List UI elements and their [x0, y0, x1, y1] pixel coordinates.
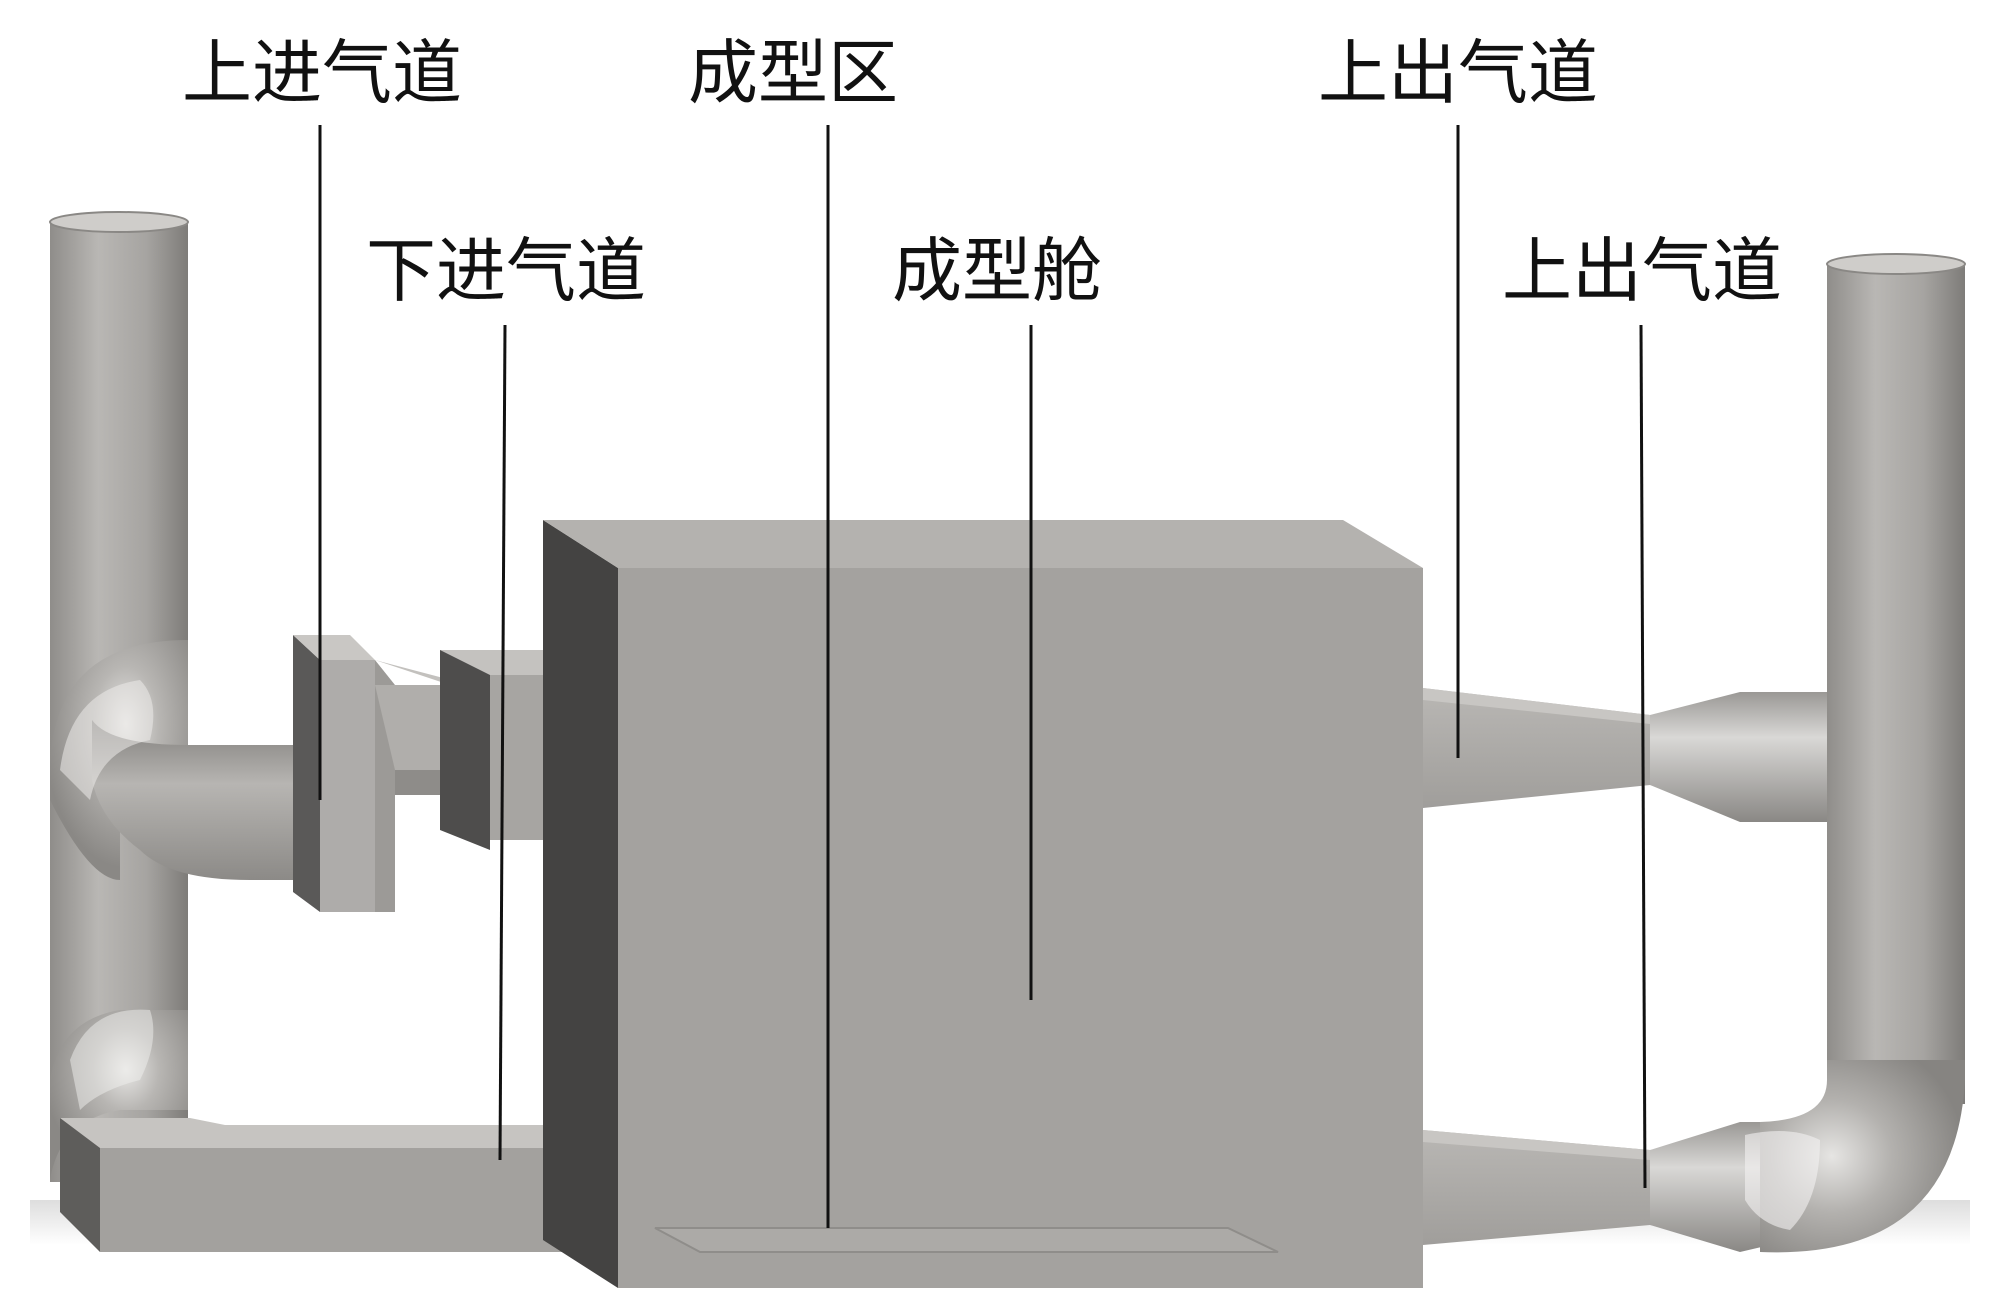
build-zone-plate — [655, 1228, 1278, 1252]
right-vertical-pipe — [1827, 264, 1965, 1104]
label-build-zone: 成型区 — [688, 38, 898, 108]
build-chamber-box — [543, 520, 1423, 1288]
right-pipe-top-opening — [1827, 254, 1965, 274]
label-top-outlet-duct-1: 上出气道 — [1318, 38, 1598, 108]
chamber-top — [543, 520, 1423, 568]
leader-top-outlet-2 — [1641, 325, 1645, 1188]
label-top-outlet-duct-2: 上出气道 — [1502, 236, 1782, 306]
right-outlet-pipes — [1423, 254, 1965, 1252]
lower-duct-top — [60, 1118, 590, 1148]
left-pipe-top-opening — [50, 212, 188, 232]
chamber-front — [618, 568, 1423, 1288]
lower-duct-front — [100, 1148, 590, 1252]
label-top-inlet-duct: 上进气道 — [182, 38, 462, 108]
label-build-chamber: 成型舱 — [892, 236, 1102, 306]
chamber-left-side — [543, 520, 618, 1288]
label-bottom-inlet-duct: 下进气道 — [366, 236, 646, 306]
